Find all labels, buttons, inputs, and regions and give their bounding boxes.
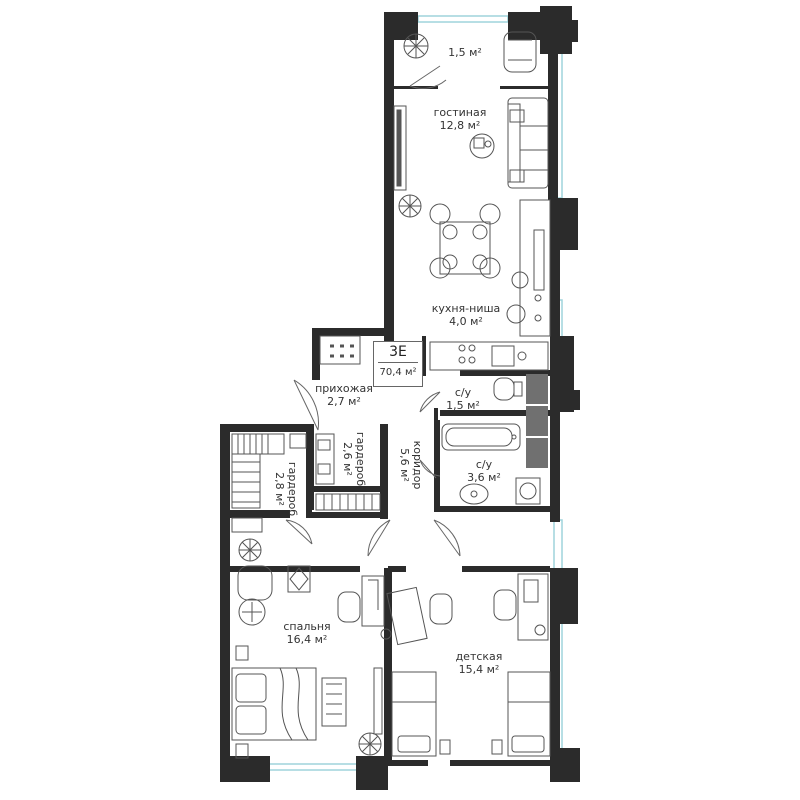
room-area: 1,5 м² (446, 399, 480, 412)
room-area: 2,7 м² (327, 395, 361, 408)
apartment-total-area: 70,4 м² (379, 367, 417, 378)
single-bed-icon (391, 671, 551, 757)
room-name: гардероб (354, 431, 367, 487)
room-name: спальня (283, 620, 331, 633)
desk-icon (361, 575, 428, 646)
sink-icon (459, 483, 489, 505)
room-label-wardrobe2: гардероб 2,8 м² (273, 455, 299, 523)
room-name: гостиная (433, 106, 487, 119)
room-name: прихожая (315, 382, 373, 395)
room-area: 3,6 м² (467, 471, 501, 484)
chair-icon (493, 589, 517, 621)
room-area: 2,6 м² (341, 442, 354, 476)
room-label-hall: прихожая 2,7 м² (306, 382, 382, 408)
hall-cabinet (319, 335, 361, 365)
room-name: детская (455, 650, 503, 663)
chair-icon (337, 591, 453, 625)
stove-icon (429, 341, 549, 371)
plant-icon (398, 194, 422, 218)
wall-mirror (373, 667, 383, 735)
room-area: 5,6 м² (398, 448, 411, 482)
room-area: 12,8 м² (439, 119, 481, 132)
room-name: гардероб (286, 461, 299, 517)
room-area: 16,4 м² (286, 633, 328, 646)
room-name: кухня-ниша (431, 302, 501, 315)
apartment-code: 3E (378, 342, 418, 363)
room-name: с/у (475, 458, 493, 471)
side-table (469, 133, 495, 159)
tv-icon (393, 105, 407, 191)
rug-icon (321, 677, 347, 727)
plant-icon (403, 33, 429, 59)
apartment-plate: 3E 70,4 м² (373, 341, 423, 387)
dining-table-icon (429, 203, 501, 279)
kitchen-counter (519, 199, 551, 337)
room-area: 2,8 м² (273, 472, 286, 506)
rug-icon (287, 565, 311, 593)
side-table (238, 598, 266, 626)
armchair-icon (503, 31, 537, 73)
room-name: коридор (411, 440, 424, 490)
room-label-corridor: коридор 5,6 м² (398, 432, 424, 498)
room-name: с/у (454, 386, 472, 399)
room-label-wc-big: с/у 3,6 м² (456, 458, 512, 484)
room-label-kids: детская 15,4 м² (442, 650, 516, 676)
plant-icon (358, 732, 382, 756)
double-bed-icon (231, 645, 317, 759)
chair-icon (506, 271, 529, 324)
walls (220, 6, 580, 790)
room-label-bedroom: спальня 16,4 м² (272, 620, 342, 646)
plant-icon (238, 538, 262, 562)
room-label-living: гостиная 12,8 м² (420, 106, 500, 132)
shaft-blocks (526, 374, 548, 468)
room-area: 4,0 м² (449, 315, 483, 328)
room-label-balcony: 1,5 м² (440, 46, 490, 59)
desk-icon (517, 573, 549, 641)
room-area: 1,5 м² (448, 46, 482, 59)
room-area: 15,4 м² (458, 663, 500, 676)
washing-machine-icon (515, 477, 541, 505)
armchair-icon (237, 565, 273, 601)
door-swing-icon (285, 65, 461, 557)
bathtub-icon (441, 423, 521, 451)
toilet-icon (493, 377, 523, 401)
sink-icon (491, 345, 527, 367)
wardrobe-rail-icon (231, 433, 381, 533)
room-label-kitchen: кухня-ниша 4,0 м² (424, 302, 508, 328)
room-label-wc-small: с/у 1,5 м² (438, 386, 488, 412)
room-label-wardrobe1: гардероб 2,6 м² (341, 425, 367, 493)
sofa-icon (507, 97, 549, 189)
